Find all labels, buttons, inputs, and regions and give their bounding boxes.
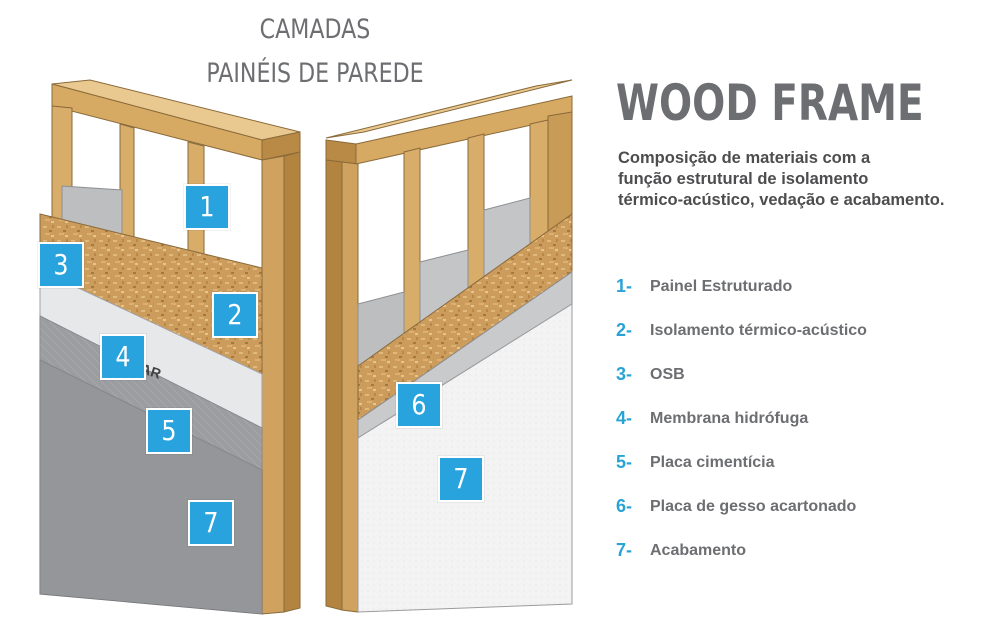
badge-7-left: 7 xyxy=(188,500,234,546)
right-wall xyxy=(325,79,573,613)
illustration-title-line2: PAINÉIS DE PAREDE xyxy=(206,58,424,89)
description-line: função estrutural de isolamento xyxy=(618,170,869,188)
legend-label: OSB xyxy=(650,366,685,383)
badge-1: 1 xyxy=(184,184,230,230)
illustration-title-line1: CAMADAS xyxy=(259,14,371,45)
left-wall: PAR xyxy=(39,79,301,615)
legend-label: Placa cimentícia xyxy=(650,454,775,471)
badge-5: 5 xyxy=(146,408,192,454)
badge-3: 3 xyxy=(38,242,84,288)
legend-label: Membrana hidrófuga xyxy=(650,410,809,427)
badge-7-right: 7 xyxy=(438,456,484,502)
description-line: térmico-acústico, vedação e acabamento. xyxy=(618,191,945,209)
badge-2: 2 xyxy=(212,292,258,338)
description: Composição de materiais com a função est… xyxy=(618,148,990,211)
legend-number: 4- xyxy=(616,408,633,428)
description-line: Composição de materiais com a xyxy=(618,149,871,167)
badge-4: 4 xyxy=(100,334,146,380)
main-title: WOOD FRAME xyxy=(616,74,924,132)
badge-6: 6 xyxy=(396,382,442,428)
legend-number: 1- xyxy=(616,276,633,296)
legend-label: Isolamento térmico-acústico xyxy=(650,322,867,339)
legend-number: 2- xyxy=(616,320,633,340)
legend-number: 7- xyxy=(616,540,633,560)
legend-label: Placa de gesso acartonado xyxy=(650,498,857,515)
legend-number: 3- xyxy=(616,364,633,384)
legend-number: 6- xyxy=(616,496,633,516)
legend-number: 5- xyxy=(616,452,633,472)
legend-label: Acabamento xyxy=(650,542,747,559)
legend-label: Painel Estruturado xyxy=(650,278,793,295)
